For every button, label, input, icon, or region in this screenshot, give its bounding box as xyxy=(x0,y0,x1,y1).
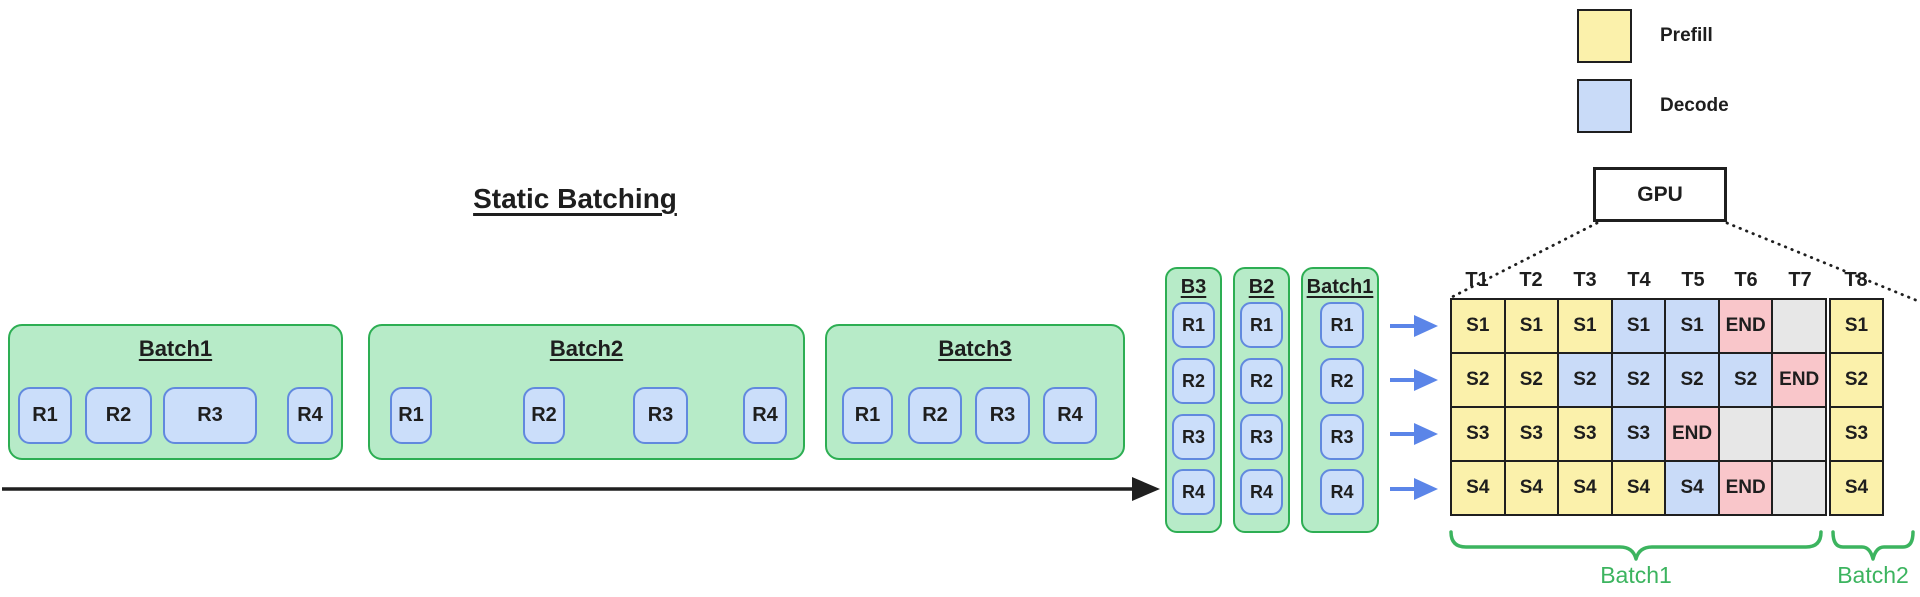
batch-box-title: Batch1 xyxy=(138,336,213,361)
grid-cell: S2 xyxy=(1718,353,1773,407)
request-chip: R3 xyxy=(1320,414,1364,460)
time-label-t6: T6 xyxy=(1734,269,1758,291)
gpu-box: GPU xyxy=(1593,167,1727,222)
queue-to-grid-arrow xyxy=(1390,478,1438,500)
diagram-title: Static Batching xyxy=(473,183,677,214)
grid-cell: S1 xyxy=(1611,299,1666,353)
grid-cell: S2 xyxy=(1558,353,1612,407)
request-chip: R1 xyxy=(1240,302,1283,348)
legend-swatch-decode xyxy=(1577,79,1632,133)
batch1-brace xyxy=(1449,530,1823,561)
grid-cell xyxy=(1772,407,1826,461)
grid-cell: S4 xyxy=(1504,461,1559,515)
time-label-t2: T2 xyxy=(1519,269,1543,291)
grid-cell: S3 xyxy=(1830,407,1883,461)
grid-cell: S4 xyxy=(1830,461,1883,515)
schedule-grid-batch1: S1 S1 S1 S1 S1 END S2 S2 S2 S2 S2 S2 END… xyxy=(1450,298,1827,516)
grid-cell: S4 xyxy=(1611,461,1666,515)
request-chip: R3 xyxy=(975,387,1030,444)
grid-cell: END xyxy=(1665,407,1719,461)
queue-column-b3: B3 R1 R2 R3 R4 xyxy=(1165,267,1222,533)
grid-cell xyxy=(1772,299,1826,353)
request-chip: R4 xyxy=(1240,469,1283,515)
queue-column-title: B2 xyxy=(1248,276,1275,298)
brace-label-batch1: Batch1 xyxy=(1600,562,1672,588)
request-chip: R2 xyxy=(1320,358,1364,404)
grid-cell: S1 xyxy=(1830,299,1883,353)
time-label-t1: T1 xyxy=(1465,269,1489,291)
request-chip: R2 xyxy=(523,387,565,444)
queue-column-b2: B2 R1 R2 R3 R4 xyxy=(1233,267,1290,533)
grid-cell: END xyxy=(1718,299,1773,353)
request-chip: R3 xyxy=(1240,414,1283,460)
brace-label-batch2: Batch2 xyxy=(1837,562,1909,588)
request-chip: R2 xyxy=(908,387,962,444)
time-label-t5: T5 xyxy=(1681,269,1705,291)
grid-cell: S1 xyxy=(1451,299,1505,353)
request-chip: R1 xyxy=(1320,302,1364,348)
request-chip: R3 xyxy=(633,387,688,444)
request-chip: R4 xyxy=(1043,387,1097,444)
queue-column-batch1: Batch1 R1 R2 R3 R4 xyxy=(1301,267,1379,533)
legend-swatch-prefill xyxy=(1577,9,1632,63)
grid-cell: S2 xyxy=(1830,353,1883,407)
grid-cell: S1 xyxy=(1558,299,1612,353)
grid-cell: S4 xyxy=(1558,461,1612,515)
batch-box-title: Batch3 xyxy=(938,336,1012,361)
request-chip: R1 xyxy=(390,387,432,444)
batch-box-batch1: Batch1 R1 R2 R3 R4 xyxy=(8,324,343,460)
request-chip: R1 xyxy=(1172,302,1215,348)
queue-column-title: Batch1 xyxy=(1306,276,1374,298)
time-label-t8: T8 xyxy=(1844,269,1868,291)
grid-cell: END xyxy=(1772,353,1826,407)
grid-cell: S2 xyxy=(1504,353,1559,407)
grid-cell: S3 xyxy=(1558,407,1612,461)
batch-box-title: Batch2 xyxy=(549,336,624,361)
queue-to-grid-arrow xyxy=(1390,423,1438,445)
grid-cell: S4 xyxy=(1451,461,1505,515)
request-chip: R4 xyxy=(743,387,787,444)
request-chip: R1 xyxy=(18,387,72,444)
grid-cell: S1 xyxy=(1504,299,1559,353)
grid-cell: S4 xyxy=(1665,461,1719,515)
request-chip: R2 xyxy=(85,387,152,444)
grid-cell: S2 xyxy=(1451,353,1505,407)
grid-cell: S3 xyxy=(1611,407,1666,461)
legend-label-decode: Decode xyxy=(1660,95,1729,116)
grid-cell: S2 xyxy=(1665,353,1719,407)
legend-label-prefill: Prefill xyxy=(1660,25,1713,46)
schedule-grid-batch2: S1 S2 S3 S4 xyxy=(1829,298,1884,516)
batch-box-batch2: Batch2 R1 R2 R3 R4 xyxy=(368,324,805,460)
batch2-brace xyxy=(1831,530,1915,561)
request-chip: R2 xyxy=(1172,358,1215,404)
grid-cell: S3 xyxy=(1504,407,1559,461)
request-chip: R1 xyxy=(842,387,893,444)
request-chip: R3 xyxy=(163,387,257,444)
request-chip: R2 xyxy=(1240,358,1283,404)
time-label-t7: T7 xyxy=(1788,269,1812,291)
grid-cell xyxy=(1772,461,1826,515)
queue-to-grid-arrow xyxy=(1390,369,1438,391)
request-chip: R4 xyxy=(1172,469,1215,515)
time-label-t4: T4 xyxy=(1627,269,1651,291)
queue-to-grid-arrow xyxy=(1390,315,1438,337)
grid-cell: S3 xyxy=(1451,407,1505,461)
request-chip: R4 xyxy=(287,387,333,444)
grid-cell: S2 xyxy=(1611,353,1666,407)
grid-cell: S1 xyxy=(1665,299,1719,353)
queue-column-title: B3 xyxy=(1180,276,1207,298)
request-chip: R3 xyxy=(1172,414,1215,460)
batch-box-batch3: Batch3 R1 R2 R3 R4 xyxy=(825,324,1125,460)
grid-cell: END xyxy=(1718,461,1773,515)
request-chip: R4 xyxy=(1320,469,1364,515)
timeline-arrow xyxy=(2,477,1160,501)
grid-cell xyxy=(1718,407,1773,461)
time-label-t3: T3 xyxy=(1573,269,1597,291)
